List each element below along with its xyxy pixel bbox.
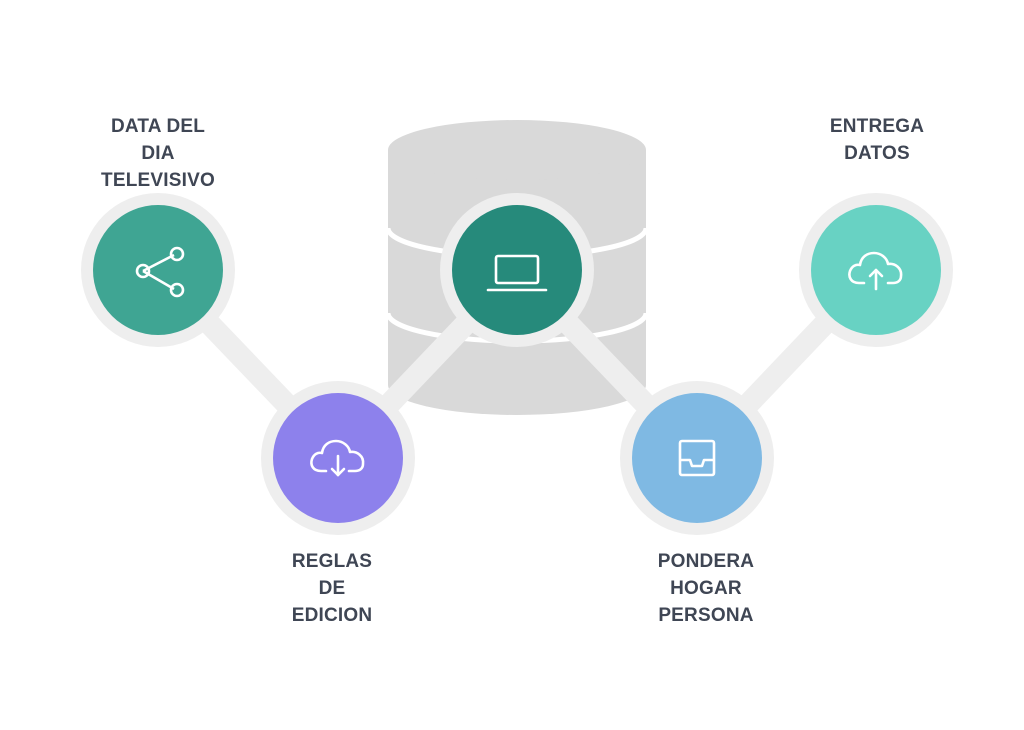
entrega-node [799, 193, 953, 347]
center-node [440, 193, 594, 347]
share-node [81, 193, 235, 347]
label-line: PONDERA [657, 551, 755, 572]
cloud-upload-icon [848, 251, 903, 291]
label-pondera-hogar-persona: PONDERA HOGAR PERSONA [606, 548, 806, 629]
label-line: HOGAR [670, 578, 742, 599]
label-reglas-de-edicion: REGLAS DE EDICION [232, 548, 432, 629]
label-line: REGLAS [291, 551, 373, 572]
center-node-circle [452, 205, 582, 335]
inbox-tray-icon [678, 439, 716, 477]
laptop-icon [486, 254, 548, 292]
reglas-node [261, 381, 415, 535]
share-node-circle [93, 205, 223, 335]
label-line: TELEVISIVO [101, 170, 215, 191]
share-icon [135, 246, 185, 298]
label-line: DE [318, 578, 346, 599]
cloud-download-icon [310, 439, 365, 477]
label-data-del-dia-televisivo: DATA DEL DIA TELEVISIVO [58, 113, 258, 194]
label-entrega-datos: ENTREGA DATOS [777, 113, 977, 167]
label-line: PERSONA [658, 605, 754, 626]
pondera-node [620, 381, 774, 535]
database-top [388, 120, 646, 180]
label-line: ENTREGA [829, 116, 925, 137]
label-line: DATA DEL [110, 116, 206, 137]
label-line: DATOS [844, 143, 910, 164]
pondera-node-circle [632, 393, 762, 523]
label-line: EDICION [291, 605, 373, 626]
label-line: DIA [141, 143, 175, 164]
